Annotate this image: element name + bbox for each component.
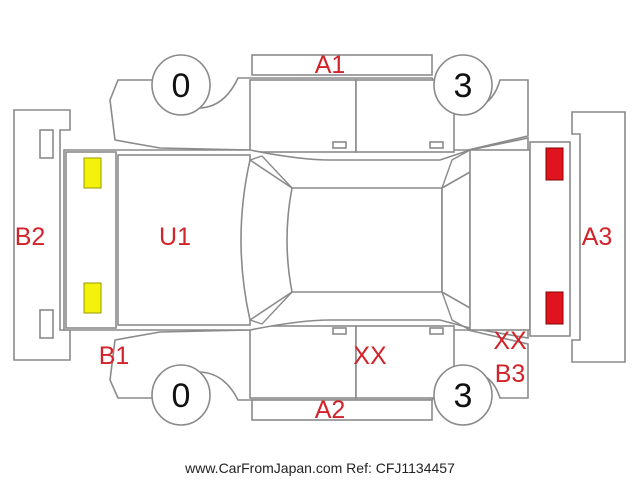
yellow-mark-bottom: [83, 282, 102, 314]
door-handle-rear-top: [429, 141, 444, 149]
c-pillar-top: [441, 149, 471, 189]
front-bumper: [13, 109, 71, 361]
roof: [286, 187, 443, 293]
a-pillar-bottom: [249, 291, 293, 325]
wheel-front-left-value: 0: [172, 67, 191, 105]
front-bumper-slot-top: [39, 129, 54, 159]
sill-bottom: [251, 399, 433, 421]
label-b1: B1: [99, 342, 130, 370]
label-b2: B2: [15, 223, 46, 251]
a-pillar-top: [249, 155, 293, 189]
windshield: [240, 158, 293, 322]
label-u1: U1: [159, 223, 191, 251]
label-b3: B3: [495, 360, 526, 388]
wheel-rear-left: 0: [151, 364, 211, 426]
wheel-rear-left-value: 0: [172, 377, 191, 415]
red-mark-top: [545, 147, 564, 181]
door-handle-rear-bottom: [429, 327, 444, 335]
label-a1: A1: [315, 51, 346, 79]
c-pillar-bottom: [441, 291, 471, 331]
door-front-top: [249, 79, 357, 153]
front-bumper-slot-bottom: [39, 309, 54, 339]
label-a2: A2: [315, 396, 346, 424]
wheel-rear-right-value: 3: [454, 377, 473, 415]
rear-deck: [469, 149, 531, 331]
wheel-rear-right: 3: [433, 364, 493, 426]
door-handle-front-top: [332, 141, 347, 149]
yellow-mark-top: [83, 157, 102, 189]
rear-window: [441, 170, 471, 310]
hood: [117, 154, 251, 326]
red-mark-bottom: [545, 291, 564, 325]
wheel-front-right: 3: [433, 54, 493, 116]
wheel-front-right-value: 3: [454, 67, 473, 105]
label-xx-rear: XX: [493, 327, 527, 355]
footer-reference: www.CarFromJapan.com Ref: CFJ1134457: [184, 460, 455, 476]
label-xx-side: XX: [353, 342, 387, 370]
door-front-bottom: [249, 325, 357, 399]
door-handle-front-bottom: [332, 327, 347, 335]
sill-top: [251, 54, 433, 76]
rear-bumper: [571, 111, 626, 363]
label-a3: A3: [582, 223, 613, 251]
wheel-front-left: 0: [151, 54, 211, 116]
door-rear-bottom: [355, 325, 455, 399]
